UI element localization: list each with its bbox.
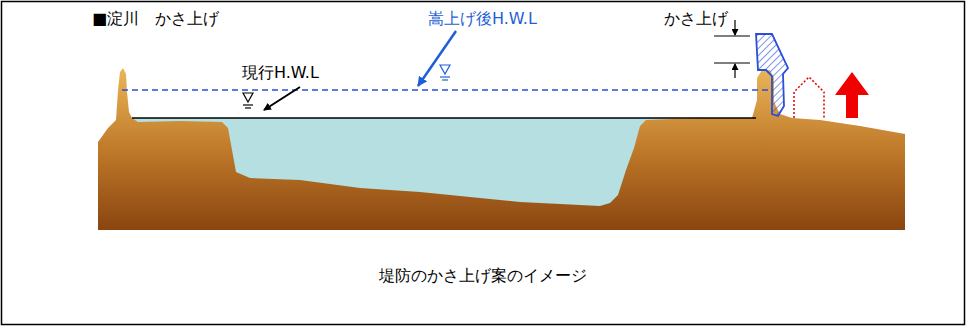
raised-levee [756,34,788,116]
raise-arrow [835,72,869,118]
leader-arrow [418,31,456,86]
dimension-mark [714,20,750,78]
current-hwl-label: 現行H.W.L [242,63,319,83]
title: ■淀川 かさ上げ [92,9,219,29]
house-outline [794,77,824,118]
caption: 堤防のかさ上げ案のイメージ [379,266,587,286]
raised-hwl-line [122,89,772,90]
raised-hwl-symbol [440,65,450,80]
current-hwl-symbol [243,93,253,108]
leader-arrow [264,87,300,110]
raise-label: かさ上げ [664,9,728,29]
raised-hwl-label: 嵩上げ後H.W.L [428,9,537,29]
current-hwl-line [132,117,756,118]
